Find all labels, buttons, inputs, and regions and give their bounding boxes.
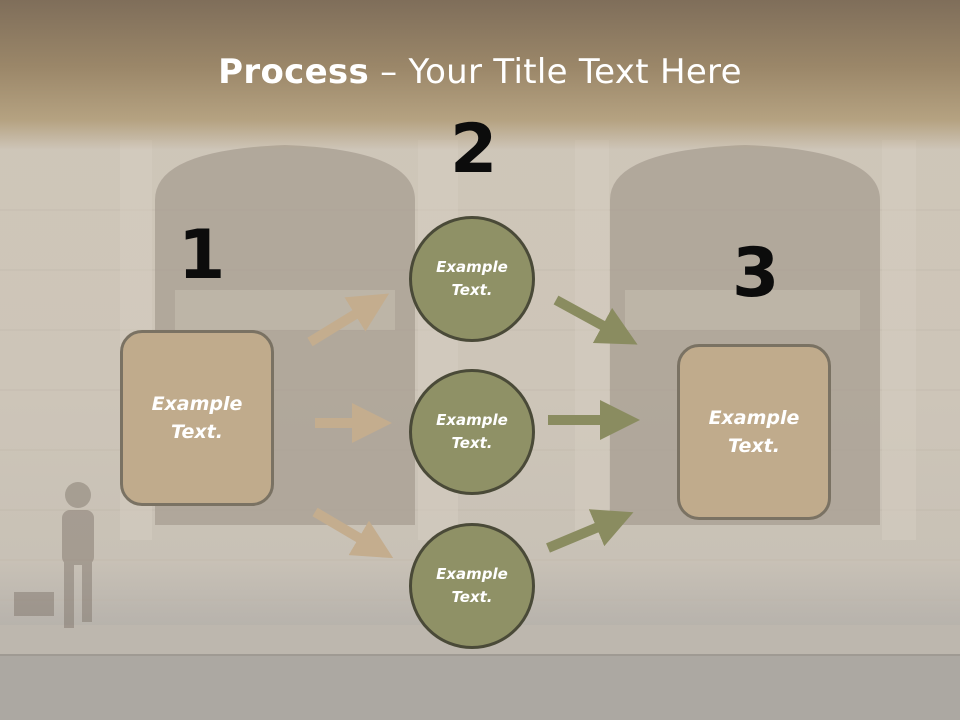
step2-circle-top[interactable]: Example Text. (409, 216, 535, 342)
title-band (0, 0, 960, 150)
slide-title: Process – Your Title Text Here (0, 52, 960, 92)
step2-circle-middle-text: Example Text. (436, 410, 508, 452)
arrow-circle-bottom-to-box3 (546, 509, 634, 553)
step3-box[interactable]: Example Text. (677, 344, 831, 520)
step-number-1: 1 (178, 216, 226, 295)
step3-box-text: Example Text. (708, 406, 800, 458)
step2-circle-top-text: Example Text. (436, 257, 508, 299)
step2-circle-bottom-text: Example Text. (436, 564, 508, 606)
step1-box[interactable]: Example Text. (120, 330, 274, 506)
title-bold: Process (218, 52, 370, 92)
step-number-2: 2 (450, 110, 498, 189)
step2-circle-middle[interactable]: Example Text. (409, 369, 535, 495)
arrow-circle-top-to-box3 (553, 295, 638, 345)
step-number-3: 3 (732, 234, 780, 313)
step2-circle-bottom[interactable]: Example Text. (409, 523, 535, 649)
title-rest: – Your Title Text Here (369, 52, 742, 92)
arrow-box1-to-circle-top (307, 293, 390, 347)
arrow-box1-to-circle-bottom (312, 507, 394, 559)
step1-box-text: Example Text. (151, 392, 243, 444)
